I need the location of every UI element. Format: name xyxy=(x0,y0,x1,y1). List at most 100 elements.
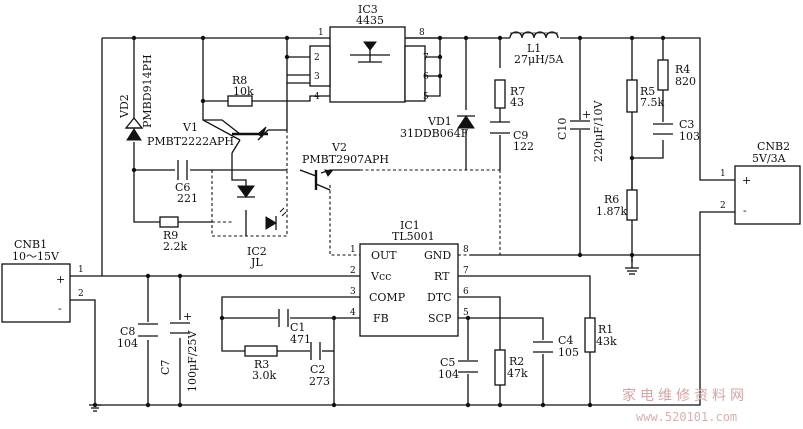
ic1-pin-8-num: 8 xyxy=(463,245,469,255)
cnb1-connector: CNB1 10～15V + - 1 2 xyxy=(1,238,84,323)
c6-capacitor: C6 221 xyxy=(175,160,198,205)
cnb1-plus: + xyxy=(56,273,65,286)
r6-resistor: R6 1.87k xyxy=(596,189,638,221)
ic2-value: JL xyxy=(250,256,263,269)
c6-value: 221 xyxy=(177,192,198,205)
v1-transistor: V1 PMBT2222APH xyxy=(147,119,268,148)
ic1-pin-5-name: SCP xyxy=(428,312,452,325)
ic1-pin-1-name: OUT xyxy=(371,249,397,262)
ic3-pin-3: 3 xyxy=(314,72,320,82)
ic1-pin-6-name: DTC xyxy=(427,291,452,304)
vd1-diode: VD1 31DDB064F xyxy=(400,115,475,140)
c2-capacitor: C2 273 xyxy=(309,342,330,388)
ic3: IC3 4435 1 2 3 4 8 7 6 5 xyxy=(309,3,429,103)
c5-ref: C5 xyxy=(440,356,455,369)
ic1-pin-4-num: 4 xyxy=(350,308,356,318)
r2-resistor: R2 47k xyxy=(494,349,528,386)
r2-ref: R2 xyxy=(509,355,524,368)
ic1-pin-3-name: COMP xyxy=(369,291,406,304)
ic3-pin-6: 6 xyxy=(423,72,429,82)
r5-value: 7.5k xyxy=(640,96,664,109)
c3-capacitor: C3 103 xyxy=(653,118,700,143)
v1-value: PMBT2222APH xyxy=(147,135,234,148)
c7-value: 100μF/25V xyxy=(186,330,199,392)
ic1: IC1 TL5001 OUT Vcc COMP FB GND RT DTC SC… xyxy=(350,219,469,337)
r3-resistor: R3 3.0k xyxy=(244,345,278,382)
c4-ref: C4 xyxy=(558,334,573,347)
r4-ref: R4 xyxy=(675,63,690,76)
r1-ref: R1 xyxy=(598,323,613,336)
ic1-pin-1-num: 1 xyxy=(350,245,356,255)
watermark: 家电维修资料网 www.520101.com xyxy=(622,387,748,424)
r5-resistor: R5 7.5k xyxy=(626,79,664,113)
ic1-pin-3-num: 3 xyxy=(350,287,356,297)
c8-ref: C8 xyxy=(120,325,135,338)
watermark-text: 家电维修资料网 xyxy=(622,387,748,404)
cnb2-rating: 5V/3A xyxy=(752,152,787,165)
ic1-pin-6-num: 6 xyxy=(463,287,469,297)
ic1-pin-8-name: GND xyxy=(424,249,451,262)
r5-ref: R5 xyxy=(640,85,655,98)
r6-value: 1.87k xyxy=(596,205,627,218)
cnb1-ref: CNB1 xyxy=(14,238,47,251)
cnb2-ref: CNB2 xyxy=(757,140,790,153)
vd2-ref: VD2 xyxy=(118,94,131,119)
r7-ref: R7 xyxy=(510,85,525,98)
cnb1-minus: - xyxy=(58,302,62,315)
ic1-pin-4-name: FB xyxy=(373,312,389,325)
c2-value: 273 xyxy=(309,375,330,388)
l1-ref: L1 xyxy=(527,42,541,55)
ic1-ref: IC1 xyxy=(400,219,420,232)
ic1-pin-5-num: 5 xyxy=(463,308,469,318)
c9-capacitor: C9 122 xyxy=(490,121,534,153)
ic3-pin-2: 2 xyxy=(314,53,320,63)
cnb1-rating: 10～15V xyxy=(12,250,60,263)
c7-capacitor: + C7 100μF/25V xyxy=(159,310,199,392)
l1-value: 27μH/5A xyxy=(514,53,564,66)
r3-ref: R3 xyxy=(254,358,269,371)
r8-resistor: R8 10k xyxy=(227,74,254,107)
vd2-diode: VD2 PMBD914PH xyxy=(118,54,154,141)
watermark-url: www.520101.com xyxy=(636,410,737,424)
c5-value: 104 xyxy=(438,368,459,381)
v2-transistor: V2 PMBT2907APH xyxy=(299,141,389,191)
c10-value: 220μF/10V xyxy=(592,100,605,162)
r7-resistor: R7 43 xyxy=(494,79,525,109)
vd1-value: 31DDB064F xyxy=(400,127,469,140)
junction-dots xyxy=(92,35,666,408)
ic3-pin-4: 4 xyxy=(314,92,320,102)
ic1-value: TL5001 xyxy=(392,230,435,243)
cnb2-pin2: 2 xyxy=(720,201,726,211)
ic3-pin-7: 7 xyxy=(423,53,429,63)
c4-capacitor: C4 105 xyxy=(533,334,579,359)
ic2-ref: IC2 xyxy=(247,245,267,258)
r3-value: 3.0k xyxy=(252,369,276,382)
vd1-ref: VD1 xyxy=(427,115,452,128)
r7-value: 43 xyxy=(510,96,524,109)
r9-ref: R9 xyxy=(163,229,178,242)
c9-ref: C9 xyxy=(513,129,528,142)
ic3-ref: IC3 xyxy=(358,3,378,16)
v2-ref: V2 xyxy=(331,141,347,154)
cnb2-minus: - xyxy=(743,204,747,217)
ic1-pin-2-num: 2 xyxy=(350,266,356,276)
r9-value: 2.2k xyxy=(163,240,187,253)
c7-ref: C7 xyxy=(159,360,172,375)
c5-capacitor: C5 104 xyxy=(438,356,478,381)
ic3-pin-8: 8 xyxy=(419,28,425,38)
c10-capacitor: + C10 220μF/10V xyxy=(556,100,605,162)
cnb1-pin1: 1 xyxy=(78,265,84,275)
r6-ref: R6 xyxy=(604,193,619,206)
c1-value: 471 xyxy=(290,333,311,346)
ic1-pin-7-name: RT xyxy=(434,270,450,283)
r8-ref: R8 xyxy=(232,74,247,87)
r2-value: 47k xyxy=(507,367,528,380)
ic1-pin-7-num: 7 xyxy=(463,266,469,276)
r4-resistor: R4 820 xyxy=(657,59,696,91)
ic3-pin-1: 1 xyxy=(318,28,324,38)
c3-value: 103 xyxy=(679,130,700,143)
cnb2-plus: + xyxy=(742,174,751,187)
c10-ref: C10 xyxy=(556,118,569,140)
c6-ref: C6 xyxy=(175,181,190,194)
